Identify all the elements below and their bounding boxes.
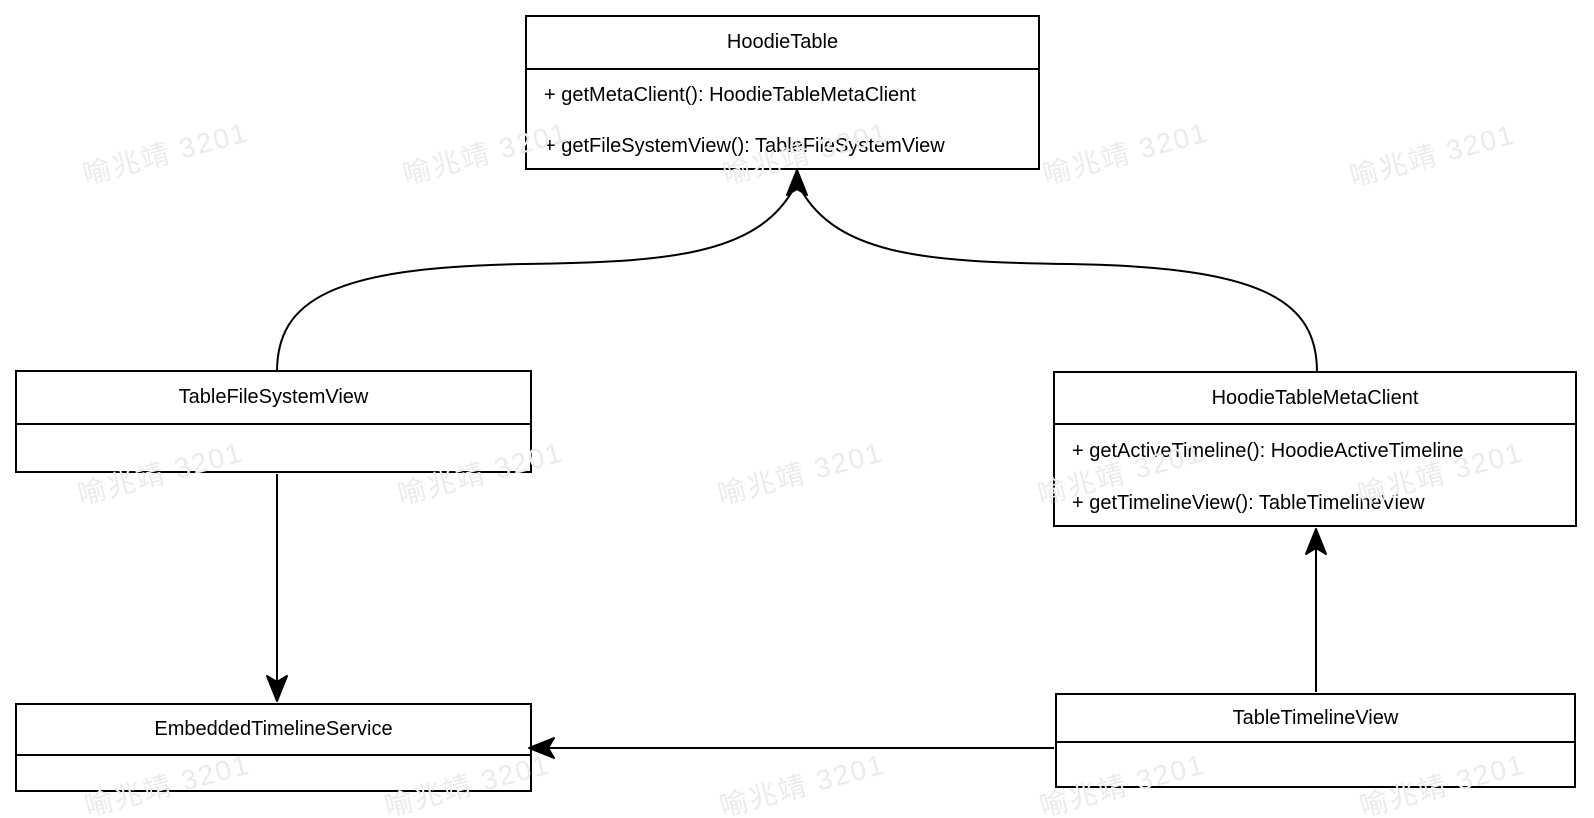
class-hoodie-table-meta-client: HoodieTableMetaClient + getActiveTimelin…: [1053, 371, 1577, 527]
class-hoodie-table: HoodieTable + getMetaClient(): HoodieTab…: [525, 15, 1040, 170]
watermark-text: 喻兆靖 3201: [1039, 116, 1212, 191]
class-title: TableFileSystemView: [17, 372, 530, 425]
arrowhead-left-embeddedtimelineservice: [528, 737, 555, 759]
class-title: HoodieTableMetaClient: [1055, 373, 1575, 425]
watermark-text: 喻兆靖 3201: [79, 116, 252, 191]
class-table-file-system-view: TableFileSystemView: [15, 370, 532, 473]
class-title: EmbeddedTimelineService: [17, 705, 530, 756]
edge-tablefilesystemview-to-hoodietable: [276, 187, 795, 373]
class-title: HoodieTable: [527, 17, 1038, 70]
class-title: TableTimelineView: [1057, 695, 1574, 743]
class-method: + getMetaClient(): HoodieTableMetaClient: [544, 84, 916, 106]
arrowhead-down-embeddedtimelineservice: [266, 675, 288, 702]
class-method: + getFileSystemView(): TableFileSystemVi…: [544, 135, 945, 157]
class-embedded-timeline-service: EmbeddedTimelineService: [15, 703, 532, 792]
arrowhead-up-hoodietablemetaclient: [1305, 528, 1327, 555]
watermark-text: 喻兆靖 3201: [716, 748, 889, 818]
watermark-text: 喻兆靖 3201: [1346, 118, 1519, 193]
class-method: + getTimelineView(): TableTimelineView: [1072, 492, 1425, 514]
class-method: + getActiveTimeline(): HoodieActiveTimel…: [1072, 440, 1464, 462]
arrowhead-up-hoodietable: [786, 169, 808, 196]
edge-hoodietablemetaclient-to-hoodietable: [799, 187, 1318, 373]
class-table-timeline-view: TableTimelineView: [1055, 693, 1576, 788]
watermark-text: 喻兆靖 3201: [714, 436, 887, 511]
